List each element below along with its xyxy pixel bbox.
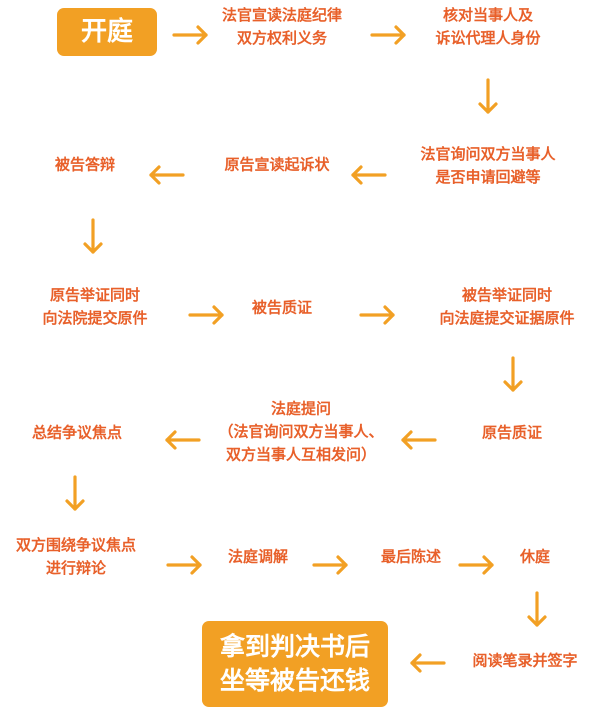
step-defendant-cross-exam-line-1: 被告质证 — [251, 298, 313, 317]
arrow-right-start-to-discipline — [172, 25, 208, 45]
arrow-down-defendant-evidence-to-crossexam — [503, 356, 523, 392]
step-court-questions-line-1: 法庭提问 — [270, 399, 332, 418]
step-defendant-evidence: 被告举证同时 向法庭提交证据原件 — [439, 284, 574, 330]
start-node-open-court: 开庭 — [57, 8, 157, 56]
step-plaintiff-evidence-line-2: 向法院提交原件 — [42, 309, 148, 327]
arrow-left-recusal-to-complaint — [351, 165, 387, 185]
step-plaintiff-evidence: 原告举证同时 向法院提交原件 — [42, 284, 147, 330]
step-plaintiff-complaint-line-1: 原告宣读起诉状 — [224, 155, 330, 174]
step-court-discipline: 法官宣读法庭纪律 双方权利义务 — [222, 4, 342, 50]
arrow-down-identity-to-recusal — [478, 78, 498, 114]
arrow-right-crossexam-to-defendant-evidence — [359, 305, 395, 325]
step-verify-identity-line-1: 核对当事人及 — [442, 6, 534, 24]
arrow-left-crossexam-to-questions — [401, 430, 437, 450]
arrow-right-mediation-to-statement — [312, 555, 348, 575]
arrow-down-summary-to-debate — [65, 475, 85, 511]
step-plaintiff-cross-exam: 原告质证 — [482, 422, 542, 445]
step-court-questions: 法庭提问 （法官询问双方当事人、 双方当事人互相发问） — [218, 398, 383, 467]
step-plaintiff-complaint: 原告宣读起诉状 — [224, 154, 329, 177]
step-sign-record: 阅读笔录并签字 — [472, 650, 577, 673]
step-ask-recusal: 法官询问双方当事人 是否申请回避等 — [420, 143, 555, 189]
arrow-right-evidence-to-crossexam — [188, 305, 224, 325]
step-court-discipline-line-1: 法官宣读法庭纪律 — [221, 6, 343, 24]
step-defendant-defense-line-1: 被告答辩 — [54, 155, 116, 174]
start-node-label: 开庭 — [80, 17, 133, 47]
step-debate: 双方围绕争议焦点 进行辩论 — [16, 534, 136, 580]
step-defendant-cross-exam: 被告质证 — [252, 297, 312, 320]
step-sign-record-line-1: 阅读笔录并签字 — [472, 651, 578, 670]
arrow-down-adjourn-to-sign — [527, 591, 547, 627]
arrow-left-complaint-to-defense — [149, 165, 185, 185]
step-ask-recusal-line-2: 是否申请回避等 — [435, 168, 541, 186]
step-final-statement: 最后陈述 — [381, 546, 441, 569]
step-plaintiff-cross-exam-line-1: 原告质证 — [481, 423, 543, 442]
step-adjourn: 休庭 — [520, 546, 550, 569]
step-plaintiff-evidence-line-1: 原告举证同时 — [49, 286, 141, 304]
end-node-await-payment: 拿到判决书后 坐等被告还钱 — [202, 621, 388, 707]
step-debate-line-1: 双方围绕争议焦点 — [15, 536, 137, 554]
step-summarize-issues: 总结争议焦点 — [32, 422, 122, 445]
arrow-down-defense-to-evidence — [83, 218, 103, 254]
step-court-questions-line-3: 双方当事人互相发问） — [225, 445, 377, 464]
arrow-right-statement-to-adjourn — [458, 555, 494, 575]
arrow-right-discipline-to-identity — [370, 25, 406, 45]
step-verify-identity-line-2: 诉讼代理人身份 — [435, 29, 541, 47]
end-node-line-1: 拿到判决书后 — [219, 632, 370, 661]
step-summarize-issues-line-1: 总结争议焦点 — [31, 423, 123, 442]
arrow-left-questions-to-summary — [165, 430, 201, 450]
step-mediation: 法庭调解 — [228, 546, 288, 569]
end-node-line-2: 坐等被告还钱 — [219, 666, 370, 695]
step-adjourn-line-1: 休庭 — [519, 547, 551, 566]
step-court-questions-line-2: （法官询问双方当事人、 — [218, 422, 384, 441]
step-court-discipline-line-2: 双方权利义务 — [236, 29, 328, 47]
step-final-statement-line-1: 最后陈述 — [380, 547, 442, 566]
step-defendant-evidence-line-1: 被告举证同时 — [461, 286, 553, 304]
step-ask-recusal-line-1: 法官询问双方当事人 — [420, 145, 556, 163]
step-verify-identity: 核对当事人及 诉讼代理人身份 — [435, 4, 540, 50]
arrow-right-debate-to-mediation — [166, 555, 202, 575]
step-debate-line-2: 进行辩论 — [45, 559, 107, 577]
step-mediation-line-1: 法庭调解 — [227, 547, 289, 566]
step-defendant-evidence-line-2: 向法庭提交证据原件 — [439, 309, 575, 327]
arrow-left-sign-to-end — [410, 653, 446, 673]
step-defendant-defense: 被告答辩 — [55, 154, 115, 177]
